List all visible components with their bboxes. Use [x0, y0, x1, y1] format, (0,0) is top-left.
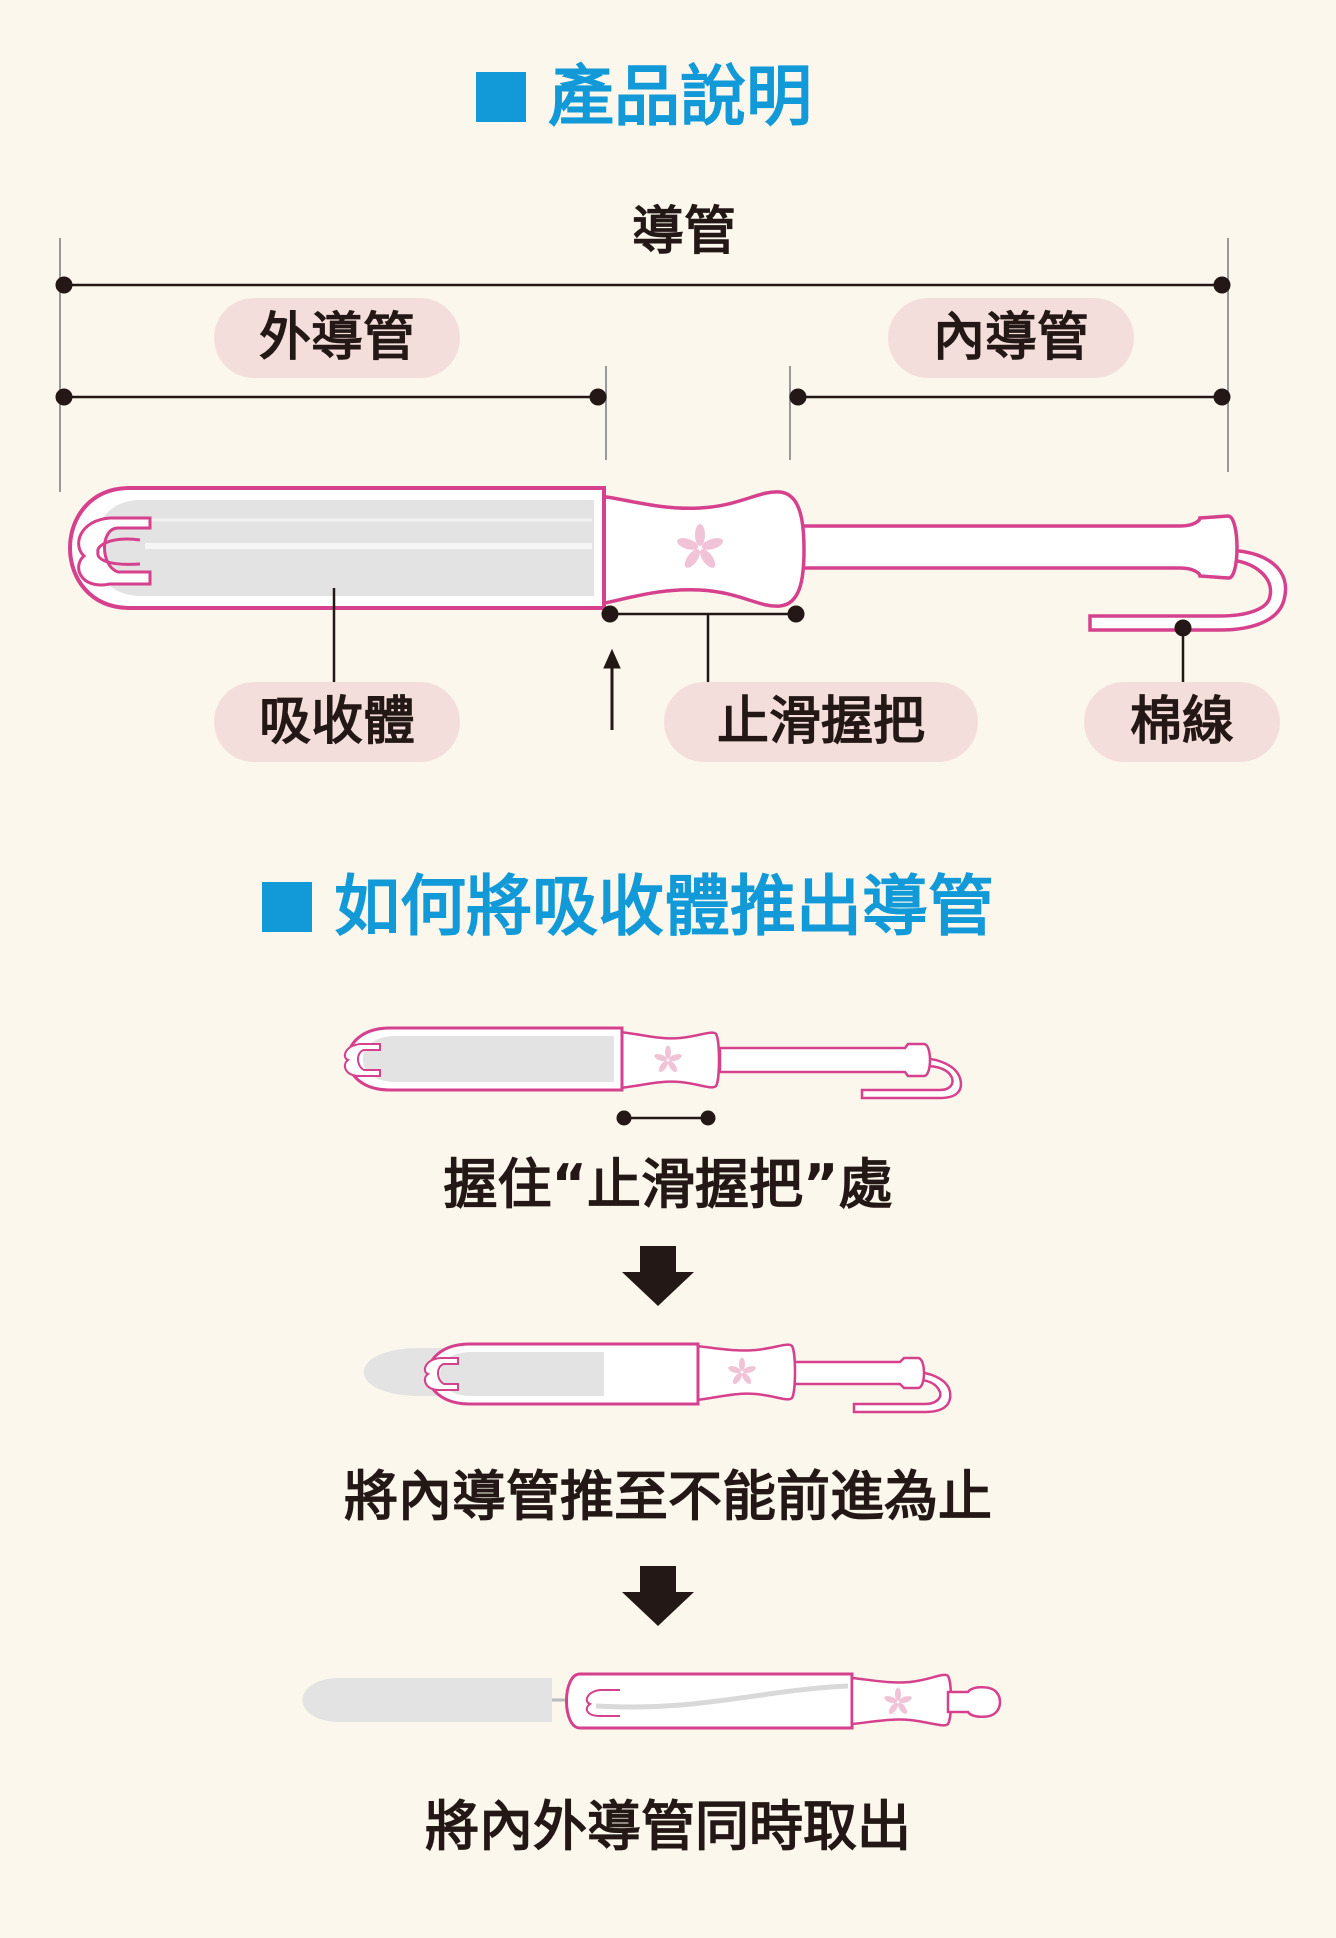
pill-outer-tube: 外導管 [214, 298, 460, 378]
pill-label: 吸收體 [258, 692, 415, 752]
tampon-step3 [302, 1672, 1002, 1730]
pill-absorbent: 吸收體 [214, 682, 460, 762]
pill-label: 外導管 [258, 308, 415, 368]
arrow-up-icon [603, 648, 621, 669]
step-2-text: 將內導管推至不能前進為止 [344, 1465, 992, 1528]
section-title-text: 如何將吸收體推出導管 [334, 868, 994, 945]
pill-label: 止滑握把 [716, 692, 925, 752]
section-title-text: 產品說明 [548, 58, 812, 135]
pill-label: 棉線 [1129, 692, 1234, 752]
tampon-step2 [363, 1342, 952, 1414]
arrow-down-icon [622, 1566, 694, 1626]
pill-string: 棉線 [1084, 682, 1280, 762]
section-title-howto: 如何將吸收體推出導管 [262, 874, 994, 940]
square-bullet-icon [476, 72, 526, 122]
section-title-product: 產品說明 [476, 64, 812, 130]
step-1-text: 握住“止滑握把”處 [443, 1153, 893, 1216]
tampon-large [68, 486, 1288, 632]
pill-inner-tube: 內導管 [888, 298, 1134, 378]
arrow-down-icon [622, 1246, 694, 1306]
label-applicator: 導管 [631, 202, 736, 262]
callout-leaders [332, 588, 1192, 730]
tampon-step1 [343, 1026, 963, 1126]
pill-label: 內導管 [932, 308, 1089, 368]
dimension-lines [55, 238, 1231, 492]
square-bullet-icon [262, 882, 312, 932]
step-3-text: 將內外導管同時取出 [425, 1795, 911, 1858]
pill-grip: 止滑握把 [664, 682, 978, 762]
